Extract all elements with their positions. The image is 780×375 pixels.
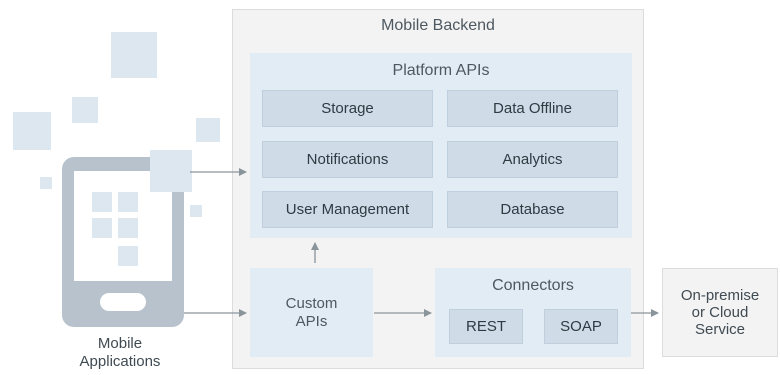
- external-service-line3: Service: [694, 321, 746, 338]
- external-service-line2: or Cloud: [691, 304, 749, 321]
- connectors-title: Connectors: [492, 277, 574, 294]
- platform-apis-title: Platform APIs: [392, 62, 490, 79]
- app-tile: [118, 192, 138, 212]
- deco-square: [13, 112, 51, 150]
- api-box-notifications: Notifications: [262, 141, 433, 178]
- mobile-applications-line2: Applications: [79, 353, 161, 370]
- api-box-data-offline: Data Offline: [447, 90, 618, 127]
- deco-square: [190, 205, 202, 217]
- deco-square: [196, 118, 220, 142]
- app-tile: [92, 218, 112, 238]
- api-box-database: Database: [447, 191, 618, 228]
- mobile-applications-line1: Mobile: [97, 335, 143, 352]
- mobile-applications-label: Mobile Applications: [58, 333, 182, 373]
- deco-square: [40, 177, 52, 189]
- app-tile: [92, 192, 112, 212]
- app-tile: [118, 246, 138, 266]
- custom-apis-box: Custom APIs: [250, 268, 373, 357]
- deco-square: [150, 150, 192, 192]
- connector-box-rest: REST: [449, 309, 523, 344]
- api-box-user-management: User Management: [262, 191, 433, 228]
- connector-box-soap: SOAP: [544, 309, 618, 344]
- deco-square-large: [111, 32, 157, 78]
- api-box-analytics: Analytics: [447, 141, 618, 178]
- deco-square: [72, 97, 98, 123]
- app-tile: [118, 218, 138, 238]
- external-service-box: On-premise or Cloud Service: [662, 268, 778, 357]
- custom-apis-line2: APIs: [295, 312, 328, 330]
- external-service-line1: On-premise: [680, 287, 760, 304]
- custom-apis-line1: Custom: [285, 294, 338, 312]
- mobile-backend-title: Mobile Backend: [381, 17, 495, 34]
- api-box-storage: Storage: [262, 90, 433, 127]
